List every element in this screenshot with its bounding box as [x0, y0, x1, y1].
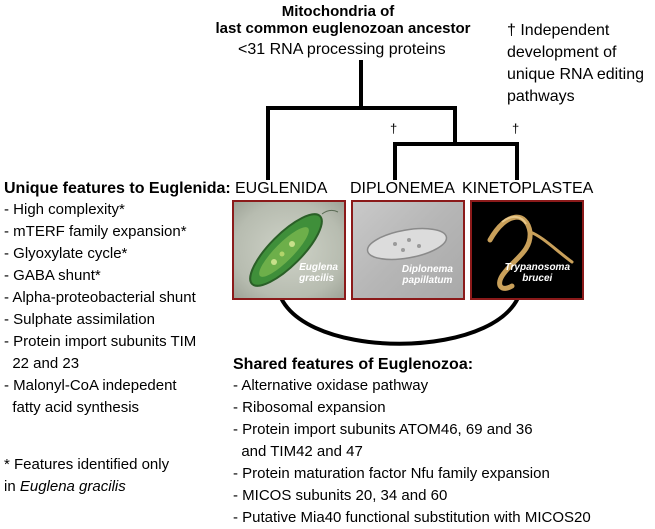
list-item: - Putative Mia40 functional substitution…: [233, 509, 591, 526]
species-name: brucei: [522, 273, 553, 284]
list-item: and TIM42 and 47: [233, 443, 363, 460]
list-item: fatty acid synthesis: [4, 399, 140, 416]
list-item: - GABA shunt*: [4, 267, 101, 284]
species-name: Euglena: [299, 262, 338, 273]
list-item: - High complexity*: [4, 201, 125, 218]
species-name: papillatum: [402, 275, 453, 286]
footnote-line-1: * Features identified only: [4, 456, 170, 473]
diplonema-cell-illustration: [366, 227, 448, 261]
euglena-gracilis-image: Euglena gracilis: [232, 200, 346, 300]
unique-features-title: Unique features to Euglenida:: [4, 180, 231, 197]
diplonema-papillatum-image: Diplonema papillatum: [351, 200, 465, 300]
footnote-species: Euglena gracilis: [19, 478, 126, 495]
note-line: pathways: [507, 88, 575, 105]
shared-features-arc: [275, 279, 524, 346]
list-item: - Ribosomal expansion: [233, 399, 386, 416]
list-item: - Alternative oxidase pathway: [233, 377, 429, 394]
shared-features-list: - Alternative oxidase pathway - Ribosoma…: [233, 375, 591, 529]
trypanosoma-caption: Trypanosoma brucei: [505, 262, 570, 284]
species-name: Diplonema: [401, 264, 453, 275]
list-item: - Protein maturation factor Nfu family e…: [233, 465, 550, 482]
list-item: 22 and 23: [4, 355, 80, 372]
note-line: † Independent: [507, 22, 610, 39]
footnote-prefix: in: [4, 478, 20, 495]
list-item: - Protein import subunits TIM: [4, 333, 197, 350]
footnote-line-2: in Euglena gracilis: [4, 476, 126, 498]
taxon-label-euglenida: EUGLENIDA: [235, 180, 328, 197]
note-line: unique RNA editing: [507, 66, 644, 83]
note-line: development of: [507, 44, 617, 61]
taxon-label-diplonemea: DIPLONEMEA: [350, 180, 455, 197]
list-item: - mTERF family expansion*: [4, 223, 187, 240]
species-name: gracilis: [299, 273, 335, 284]
trypanosoma-brucei-image: Trypanosoma brucei: [470, 200, 584, 300]
rna-processing-subtitle: <31 RNA processing proteins: [238, 41, 446, 58]
list-item: - Malonyl-CoA indepedent: [4, 377, 177, 394]
list-item: - Alpha-proteobacterial shunt: [4, 289, 196, 306]
dagger-diplonemea: †: [390, 121, 398, 136]
list-item: - MICOS subunits 20, 34 and 60: [233, 487, 448, 504]
unique-features-list: - High complexity* - mTERF family expans…: [4, 199, 196, 419]
euglena-cell-illustration: [249, 209, 339, 287]
euglena-caption: Euglena gracilis: [299, 262, 338, 284]
trypanosoma-cell-illustration: [487, 214, 574, 291]
dagger-kinetoplastea: †: [512, 121, 520, 136]
species-name: Trypanosoma: [504, 262, 570, 273]
independent-development-note: † Independent development of unique RNA …: [507, 20, 644, 108]
shared-features-title: Shared features of Euglenozoa:: [233, 356, 474, 373]
taxon-label-kinetoplastea: KINETOPLASTEA: [462, 180, 594, 197]
list-item: - Glyoxylate cycle*: [4, 245, 128, 262]
diplonema-caption: Diplonema papillatum: [402, 264, 453, 286]
title-line-1: Mitochondria of: [281, 3, 395, 20]
list-item: - Sulphate assimilation: [4, 311, 155, 328]
title-line-2: last common euglenozoan ancestor: [215, 20, 471, 37]
list-item: - Protein import subunits ATOM46, 69 and…: [233, 421, 533, 438]
